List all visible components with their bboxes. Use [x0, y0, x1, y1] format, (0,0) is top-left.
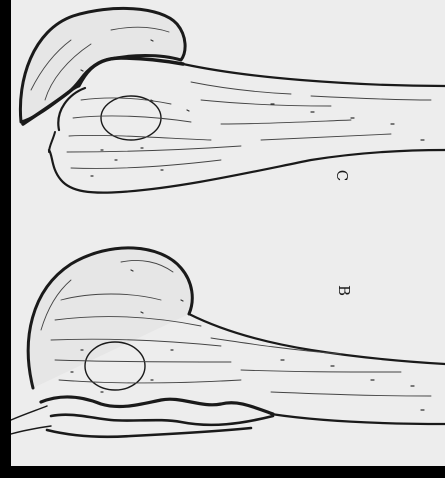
- bone-illustration: [11, 0, 445, 466]
- panel-label-c: C: [334, 170, 349, 181]
- upper-bone-drawing: [20, 8, 445, 192]
- lower-fracture-fragment: [47, 415, 273, 437]
- upper-tuberosity: [101, 96, 161, 140]
- lower-fracture-line: [41, 397, 273, 414]
- lower-shaft-top: [189, 314, 445, 364]
- upper-shaft: [49, 64, 445, 193]
- upper-stipple: [81, 40, 424, 176]
- upper-head-fragment: [20, 8, 185, 122]
- lower-bone-drawing: [11, 248, 445, 437]
- illustration-paper: C B: [11, 0, 445, 466]
- panel-label-b: B: [336, 285, 351, 296]
- lower-soft-tissue: [11, 406, 51, 434]
- lower-shaft-bottom: [271, 414, 445, 424]
- upper-neck-underside: [49, 132, 55, 152]
